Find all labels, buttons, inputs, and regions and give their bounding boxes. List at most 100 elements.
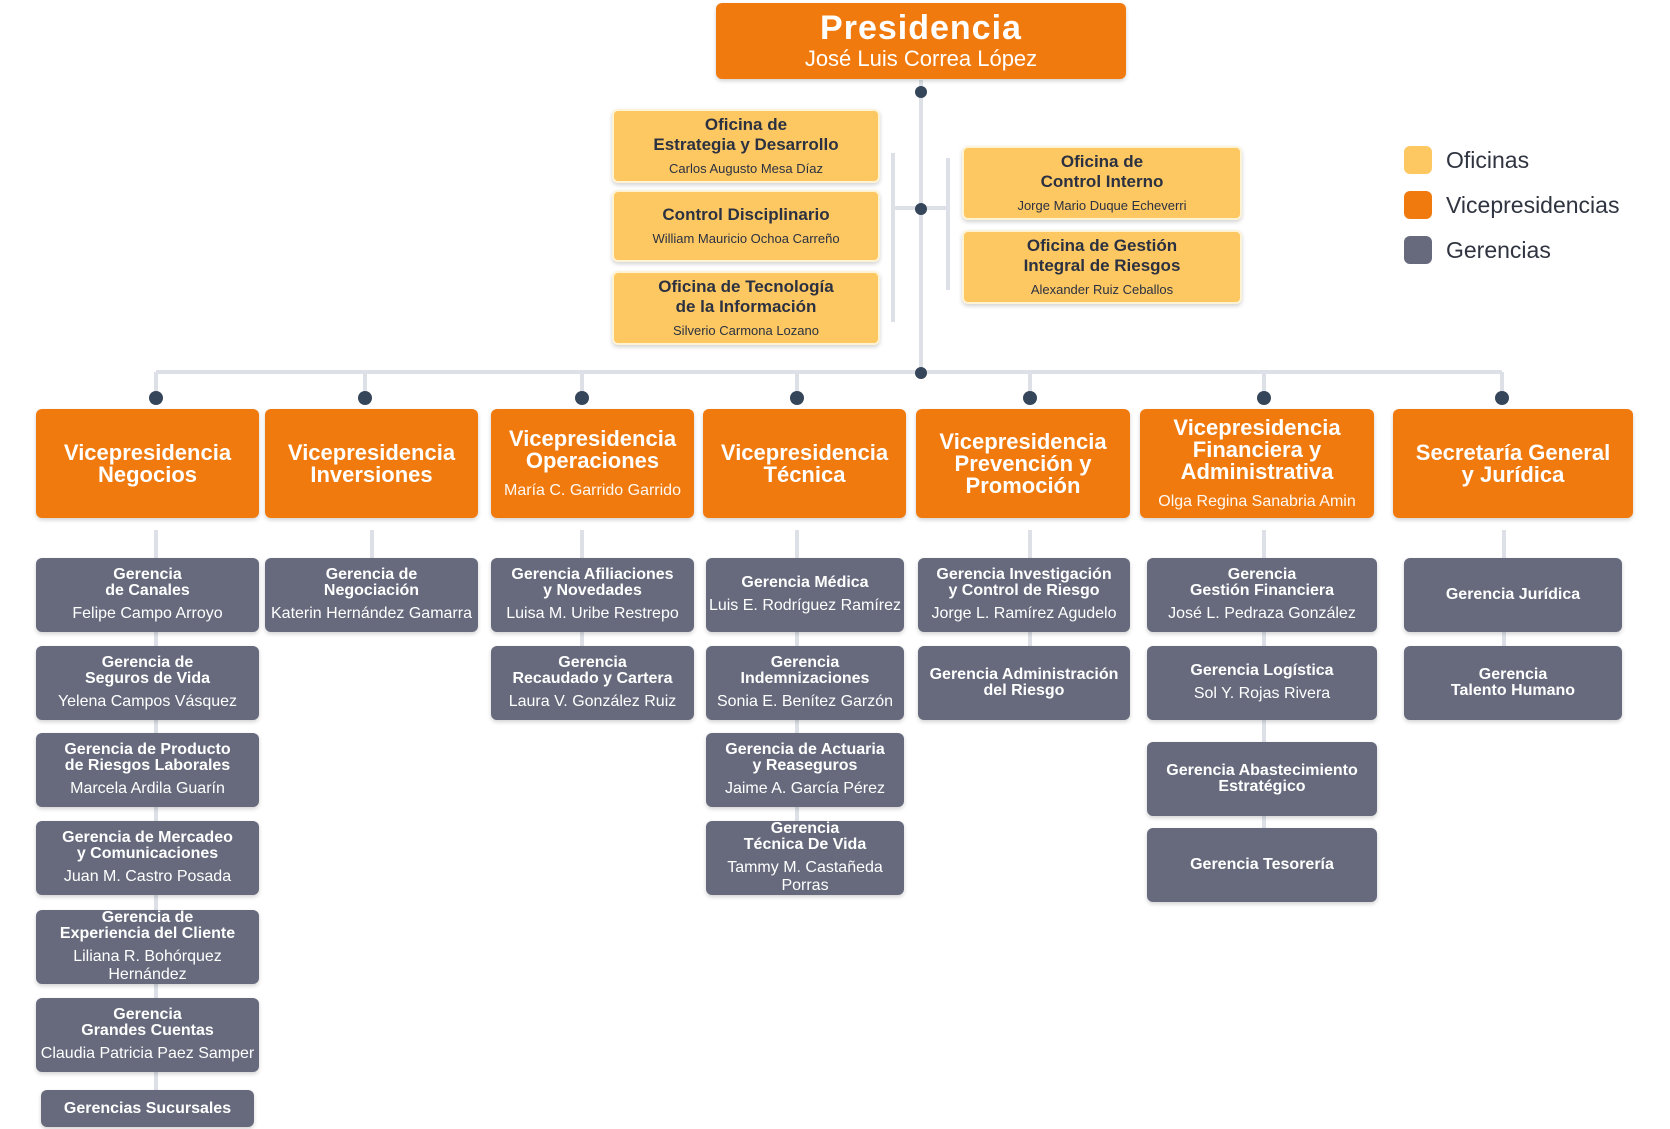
office-title: Oficina de Gestión Integral de Riesgos [1023,236,1181,275]
gerencia-medica: Gerencia Médica Luis E. Rodríguez Ramíre… [706,558,904,632]
office-person: Jorge Mario Duque Echeverri [1017,198,1187,213]
gerencia-person: Felipe Campo Arroyo [72,605,223,622]
gerencia-person: Sol Y. Rojas Rivera [1193,685,1331,702]
vp-title: Vicepresidencia Operaciones [508,425,677,473]
gerencia-title: Gerencia Tesorería [1190,856,1334,873]
office-person: Carlos Augusto Mesa Díaz [669,161,823,176]
gerencia-title: Gerencia de Experiencia del Cliente [59,909,236,942]
gerencia-administracion-riesgo: Gerencia Administración del Riesgo [918,646,1130,720]
office-person: Alexander Ruiz Ceballos [1030,282,1174,297]
vp-title: Vicepresidencia Negocios [63,439,232,487]
gerencia-gestion-financiera: Gerencia Gestión Financiera José L. Pedr… [1147,558,1377,632]
gerencia-title: Gerencias Sucursales [63,1099,232,1117]
gerencia-mercadeo: Gerencia de Mercadeo y Comunicaciones Ju… [36,821,259,895]
gerencia-title: Gerencia Administración del Riesgo [929,666,1119,699]
gerencia-recaudado: Gerencia Recaudado y Cartera Laura V. Go… [491,646,694,720]
gerencia-person: Jaime A. García Pérez [724,780,886,797]
gerencia-swatch-icon [1404,236,1432,264]
vp-node-dot [358,391,372,405]
gerencia-juridica: Gerencia Jurídica [1404,558,1622,632]
legend-oficinas: Oficinas [1404,146,1529,174]
vp-node-dot [575,391,589,405]
office-swatch-icon [1404,146,1432,174]
vp-financiera: Vicepresidencia Financiera y Administrat… [1140,409,1374,518]
office-title: Control Disciplinario [662,205,830,224]
gerencia-title: Gerencia Talento Humano [1450,666,1576,699]
gerencia-person: Marcela Ardila Guarín [70,780,225,797]
vp-person: María C. Garrido Garrido [504,481,681,499]
gerencia-abastecimiento: Gerencia Abastecimiento Estratégico [1147,742,1377,816]
presidencia-name: José Luis Correa López [804,46,1038,71]
gerencia-title: Gerencia Técnica De Vida [743,820,867,853]
legend-label: Gerencias [1446,236,1551,263]
legend-gerencias: Gerencias [1404,236,1551,264]
office-title: Oficina de Control Interno [1040,152,1164,191]
gerencia-title: Gerencia Grandes Cuentas [81,1006,214,1039]
office-tecnologia: Oficina de Tecnología de la Información … [612,271,880,345]
vp-node-dot [1023,391,1037,405]
gerencia-producto-riesgos: Gerencia de Producto de Riesgos Laborale… [36,733,259,807]
gerencia-actuaria: Gerencia de Actuaria y Reaseguros Jaime … [706,733,904,807]
gerencia-title: Gerencia Recaudado y Cartera [512,654,673,687]
vp-title: Vicepresidencia Técnica [720,439,889,487]
gerencia-title: Gerencia de Seguros de Vida [84,654,211,687]
gerencia-title: Gerencia de Producto de Riesgos Laborale… [64,741,231,774]
legend-label: Oficinas [1446,146,1530,173]
gerencia-person: Claudia Patricia Paez Samper [40,1045,255,1062]
presidencia-box: Presidencia José Luis Correa López [716,3,1126,79]
vp-negocios: Vicepresidencia Negocios [36,409,259,518]
gerencia-canales: Gerencia de Canales Felipe Campo Arroyo [36,558,259,632]
vice-swatch-icon [1404,191,1432,219]
vp-node-dot [1257,391,1271,405]
gerencia-title: Gerencia de Actuaria y Reaseguros [725,741,885,774]
vp-title: Secretaría General y Jurídica [1415,439,1611,487]
gerencia-title: Gerencia Gestión Financiera [1189,566,1335,599]
office-control-disciplinario: Control Disciplinario William Mauricio O… [612,190,880,262]
gerencia-title: Gerencia Logística [1190,662,1334,679]
legend-vicepresidencias: Vicepresidencias [1404,191,1619,219]
gerencia-title: Gerencia Jurídica [1445,586,1581,603]
vp-prevencion: Vicepresidencia Prevención y Promoción [916,409,1130,518]
vp-title: Vicepresidencia Inversiones [287,439,456,487]
gerencia-title: Gerencia de Canales [105,566,190,599]
gerencia-afiliaciones: Gerencia Afiliaciones y Novedades Luisa … [491,558,694,632]
office-control-interno: Oficina de Control Interno Jorge Mario D… [962,146,1242,220]
gerencia-person: Liliana R. Bohórquez Hernández [73,948,222,983]
office-person: William Mauricio Ochoa Carreño [652,231,840,246]
vp-person: Olga Regina Sanabria Amin [1158,492,1356,510]
vp-title: Vicepresidencia Financiera y Administrat… [1173,414,1341,484]
gerencia-person: Katerin Hernández Gamarra [271,605,472,622]
vp-node-dot [149,391,163,405]
gerencia-person: Laura V. González Ruiz [508,693,677,710]
gerencia-title: Gerencia de Mercadeo y Comunicaciones [62,829,233,862]
gerencia-title: Gerencia Investigación y Control de Ries… [936,566,1112,599]
vp-inversiones: Vicepresidencia Inversiones [265,409,478,518]
vp-operaciones: Vicepresidencia Operaciones María C. Gar… [491,409,694,518]
gerencia-title: Gerencia Indemnizaciones [740,654,870,687]
gerencia-title: Gerencia de Negociación [323,566,420,599]
gerencia-title: Gerencia Afiliaciones y Novedades [511,566,674,599]
gerencia-negociacion: Gerencia de Negociación Katerin Hernánde… [265,558,478,632]
gerencia-person: Sonia E. Benítez Garzón [716,693,894,710]
gerencia-indemnizaciones: Gerencia Indemnizaciones Sonia E. Beníte… [706,646,904,720]
office-person: Silverio Carmona Lozano [673,323,819,338]
vp-node-dot [1495,391,1509,405]
gerencia-title: Gerencia Abastecimiento Estratégico [1166,762,1358,795]
bus-dot [915,367,927,379]
gerencia-investigacion: Gerencia Investigación y Control de Ries… [918,558,1130,632]
gerencia-person: Juan M. Castro Posada [63,868,232,885]
gerencias-sucursales: Gerencias Sucursales [41,1090,254,1127]
gerencia-seguros-vida: Gerencia de Seguros de Vida Yelena Campo… [36,646,259,720]
office-dot [915,203,927,215]
vp-title: Vicepresidencia Prevención y Promoción [939,428,1107,498]
vp-tecnica: Vicepresidencia Técnica [703,409,906,518]
vp-node-dot [790,391,804,405]
gerencia-experiencia-cliente: Gerencia de Experiencia del Cliente Lili… [36,910,259,984]
gerencia-person: Tammy M. Castañeda Porras [727,859,883,894]
presidencia-title: Presidencia [820,9,1022,47]
gerencia-tesoreria: Gerencia Tesorería [1147,828,1377,902]
gerencia-title: Gerencia Médica [741,574,869,591]
gerencia-logistica: Gerencia Logística Sol Y. Rojas Rivera [1147,646,1377,720]
gerencia-person: Yelena Campos Vásquez [57,693,238,710]
